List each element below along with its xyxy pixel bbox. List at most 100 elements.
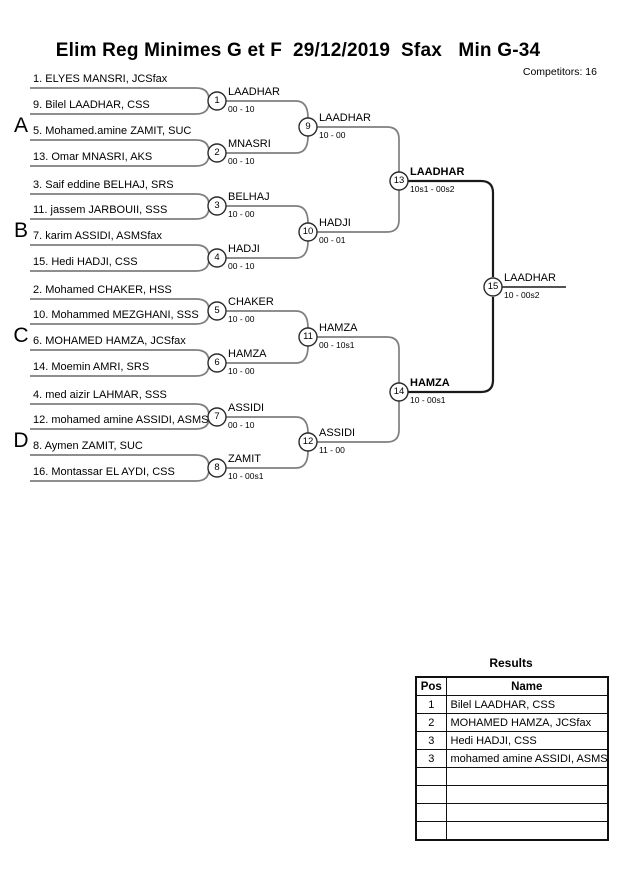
results-name-cell: MOHAMED HAMZA, JCSfax xyxy=(445,713,609,732)
bracket-lines xyxy=(30,87,566,482)
match-number: 3 xyxy=(214,200,220,211)
match-circle xyxy=(207,458,227,478)
match-number: 2 xyxy=(214,147,220,158)
match-circle xyxy=(207,196,227,216)
match-winner-name: LAADHAR xyxy=(228,86,280,98)
match-score: 10 - 00 xyxy=(319,130,346,140)
connector-line xyxy=(226,135,309,154)
group-label: D xyxy=(13,429,29,452)
player-name: 15. Hedi HADJI, CSS xyxy=(33,256,138,268)
player-name: 14. Moemin AMRI, SRS xyxy=(33,361,150,373)
player-name: 1. ELYES MANSRI, JCSfax xyxy=(33,73,168,85)
player-name: 2. Mohamed CHAKER, HSS xyxy=(33,284,172,296)
match-circle xyxy=(207,91,227,111)
match-number: 14 xyxy=(393,386,405,397)
match-score: 11 - 00 xyxy=(319,445,345,455)
match-score: 10 - 00 xyxy=(228,366,255,376)
match-number: 7 xyxy=(214,411,220,422)
match-circle xyxy=(207,407,227,427)
match-winner-name: LAADHAR xyxy=(504,272,556,284)
match-score: 10 - 00s2 xyxy=(504,290,540,300)
match-score: 00 - 10 xyxy=(228,156,255,166)
match-score: 10 - 00s1 xyxy=(228,471,264,481)
match-winner-name: HAMZA xyxy=(228,348,267,360)
player-name: 6. MOHAMED HAMZA, JCSfax xyxy=(33,335,186,347)
connector-line xyxy=(226,205,309,224)
player-name: 13. Omar MNASRI, AKS xyxy=(33,151,153,163)
match-winner-name: HADJI xyxy=(319,217,351,229)
connector-line xyxy=(226,345,309,364)
match-circle xyxy=(298,117,318,137)
group-label: C xyxy=(13,324,29,347)
connector-line xyxy=(408,179,495,277)
results-row xyxy=(415,803,609,822)
match-circle xyxy=(207,301,227,321)
match-number: 10 xyxy=(302,226,314,237)
page-title: Elim Reg Minimes G et F 29/12/2019 Sfax … xyxy=(55,40,541,61)
connector-line xyxy=(226,310,309,329)
player-name: 12. mohamed amine ASSIDI, ASMSfax xyxy=(33,414,224,426)
match-circle xyxy=(483,277,503,297)
player-name: 4. med aizir LAHMAR, SSS xyxy=(33,389,167,401)
match-score: 00 - 10s1 xyxy=(319,340,355,350)
results-row xyxy=(415,821,609,841)
connector-line xyxy=(226,100,309,119)
match-number: 1 xyxy=(214,95,220,106)
match-winner-name: BELHAJ xyxy=(228,191,270,203)
match-number: 5 xyxy=(214,305,220,316)
results-title: Results xyxy=(489,656,533,670)
match-winner-name: LAADHAR xyxy=(319,112,371,124)
match-number: 6 xyxy=(214,357,220,368)
player-name: 8. Aymen ZAMIT, SUC xyxy=(33,440,143,452)
match-score: 00 - 10 xyxy=(228,261,255,271)
connector-line xyxy=(408,297,495,394)
results-name-cell: mohamed amine ASSIDI, ASMSfax xyxy=(445,749,609,768)
connector-line xyxy=(226,450,309,469)
match-winner-name: LAADHAR xyxy=(410,166,465,178)
match-score: 00 - 10 xyxy=(228,420,255,430)
match-number: 13 xyxy=(393,175,405,186)
match-number: 8 xyxy=(214,462,220,473)
connector-line xyxy=(317,190,400,233)
match-score: 10 - 00s1 xyxy=(410,395,446,405)
player-name: 10. Mohammed MEZGHANI, SSS xyxy=(33,309,199,321)
match-score: 10 - 00 xyxy=(228,314,255,324)
player-name: 9. Bilel LAADHAR, CSS xyxy=(33,99,150,111)
match-winner-name: HAMZA xyxy=(410,377,450,389)
match-number: 9 xyxy=(305,121,311,132)
match-winner-name: HADJI xyxy=(228,243,260,255)
match-score: 00 - 10 xyxy=(228,104,255,114)
match-number: 11 xyxy=(303,331,313,342)
match-winner-name: ASSIDI xyxy=(228,402,265,414)
connector-line xyxy=(317,336,400,383)
results-name-cell xyxy=(445,821,609,841)
group-label: A xyxy=(13,114,28,137)
player-name: 7. karim ASSIDI, ASMSfax xyxy=(33,230,162,242)
match-circle xyxy=(207,248,227,268)
match-number: 4 xyxy=(214,252,220,263)
match-circle xyxy=(298,432,318,452)
player-name: 16. Montassar EL AYDI, CSS xyxy=(33,466,175,478)
competitors-count: Competitors: 16 xyxy=(522,66,597,78)
group-label: B xyxy=(13,219,28,242)
match-circle xyxy=(389,382,409,402)
match-winner-name: CHAKER xyxy=(228,296,274,308)
match-circle xyxy=(207,353,227,373)
match-circle xyxy=(298,327,318,347)
match-circle xyxy=(298,222,318,242)
results-name-cell: Bilel LAADHAR, CSS xyxy=(445,695,609,714)
connector-line xyxy=(226,240,309,259)
match-score: 10 - 00 xyxy=(228,209,255,219)
connector-line xyxy=(226,416,309,434)
match-circle xyxy=(389,171,409,191)
connector-line xyxy=(317,126,400,172)
player-name: 5. Mohamed.amine ZAMIT, SUC xyxy=(33,125,192,137)
match-winner-name: MNASRI xyxy=(228,138,271,150)
